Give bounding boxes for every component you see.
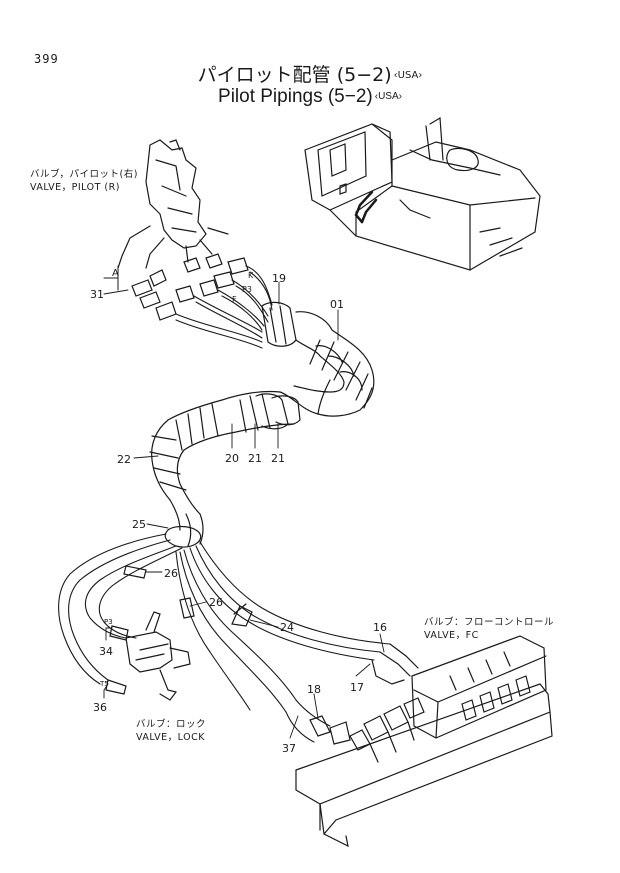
hoses-lower-left [58, 533, 183, 685]
mounting-bracket-illustration [295, 683, 553, 848]
callout-18: 18 [307, 683, 321, 696]
caption-valve-lock: バルブ：ロック VALVE，LOCK [136, 718, 206, 744]
mark-k: K [248, 271, 254, 280]
callout-16: 16 [373, 621, 387, 634]
machine-body-illustration [304, 116, 541, 271]
callout-17: 17 [350, 681, 364, 694]
callout-24: 24 [280, 621, 294, 634]
hoses-lower-right [175, 541, 391, 743]
callout-26b: 26 [209, 596, 223, 609]
clamp-26-illustration [123, 565, 253, 627]
caption-valve-fc-jp: バルブ：フローコントロール [424, 617, 555, 628]
title-en-region: ‹USA› [374, 91, 402, 103]
pilot-hoses-upper [175, 265, 273, 349]
title-jp-region-text: USA [397, 70, 419, 81]
callout-25: 25 [132, 518, 146, 531]
flow-control-valve-illustration [371, 635, 547, 739]
mark-t5: T5 [99, 680, 109, 688]
caption-valve-fc-en: VALVE，FC [424, 630, 479, 641]
callout-22: 22 [117, 453, 131, 466]
title-en-region-text: USA [378, 91, 399, 103]
callout-37: 37 [282, 742, 296, 755]
caption-valve-pilot-r-en: VALVE，PILOT (R) [30, 182, 120, 193]
page-number: 399 [34, 52, 59, 66]
caption-valve-pilot-r-jp: バルブ，パイロット(右) [30, 169, 138, 180]
clamp-25-illustration [164, 525, 202, 548]
lock-valve-illustration [105, 611, 191, 701]
callout-20: 20 [225, 452, 239, 465]
mark-p3: P3 [242, 285, 252, 294]
caption-valve-fc: バルブ：フローコントロール VALVE，FC [424, 616, 554, 642]
mark-p3b: P3 [104, 618, 113, 626]
callout-26a: 26 [164, 567, 178, 580]
callout-31: 31 [90, 288, 104, 301]
title-english: Pilot Pipings (5−2)‹USA› [0, 86, 620, 108]
callout-36: 36 [93, 701, 107, 714]
caption-valve-pilot-r: バルブ，パイロット(右) VALVE，PILOT (R) [30, 168, 138, 194]
callout-21a: 21 [248, 452, 262, 465]
callout-19: 19 [272, 272, 286, 285]
callout-leaders [103, 281, 385, 739]
title-japanese: パイロット配管 (5−2)‹USA› [0, 60, 620, 87]
hose-protector-sleeve [261, 301, 375, 417]
caption-valve-lock-jp: バルブ：ロック [136, 719, 207, 730]
title-en-text: Pilot Pipings (5−2) [218, 86, 373, 107]
callout-numbers: 01 19 31 22 20 21 21 25 26 26 24 16 17 1… [90, 272, 387, 755]
pilot-valve-right-illustration [117, 139, 229, 269]
pilot-valve-fittings [103, 253, 249, 321]
hose-bundle-middle [149, 390, 301, 547]
fc-valve-fittings [309, 697, 425, 763]
caption-valve-lock-en: VALVE，LOCK [136, 732, 205, 743]
callout-21b: 21 [271, 452, 285, 465]
callout-01: 01 [330, 298, 344, 311]
mark-a: A [112, 268, 119, 279]
title-jp-text: パイロット配管 (5−2) [197, 64, 392, 86]
title-jp-region: ‹USA› [393, 70, 423, 81]
callout-34: 34 [99, 645, 113, 658]
mark-f: F [232, 295, 237, 304]
